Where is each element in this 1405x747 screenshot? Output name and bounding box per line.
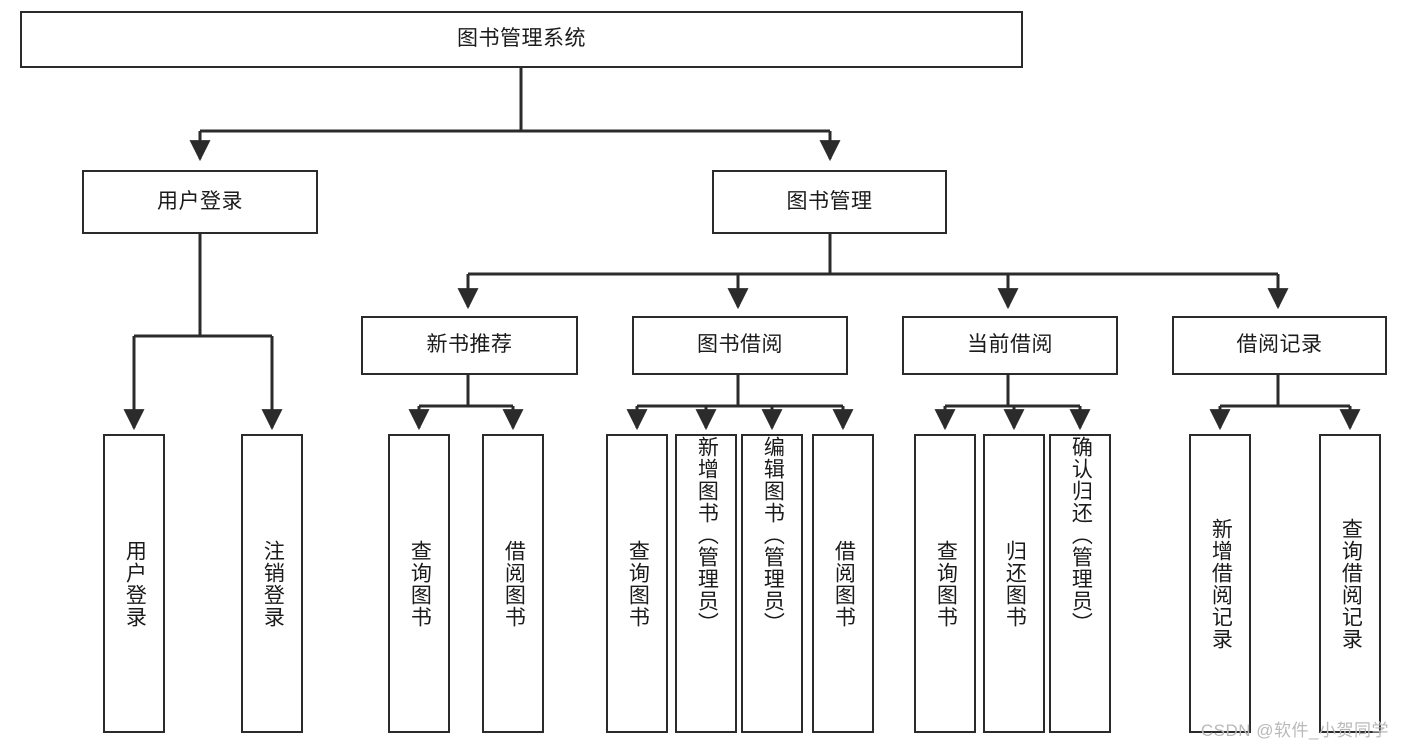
leaf-new-query-book[interactable]: 查询图书 [388,434,450,733]
watermark: CSDN @软件_小贺同学 [1200,721,1389,740]
node-current-borrow[interactable]: 当前借阅 [902,316,1118,375]
leaf-user-logout[interactable]: 注销登录 [241,434,303,733]
node-root[interactable]: 图书管理系统 [20,11,1023,68]
leaf-borrow-query-book[interactable]: 查询图书 [606,434,668,733]
leaf-new-borrow-book[interactable]: 借阅图书 [482,434,544,733]
node-book-borrow[interactable]: 图书借阅 [632,316,848,375]
leaf-current-query-book[interactable]: 查询图书 [914,434,976,733]
node-root-label: 图书管理系统 [457,27,586,51]
leaf-borrow-add-book-label: 新增图书（管理员） [695,436,719,634]
node-book-management-label: 图书管理 [786,189,873,213]
node-new-book-recommend[interactable]: 新书推荐 [361,316,578,375]
leaf-current-return-book[interactable]: 归还图书 [983,434,1045,733]
node-book-borrow-label: 图书借阅 [697,333,783,357]
leaf-current-confirm-return-label: 确认归还（管理员） [1069,436,1093,634]
node-new-book-recommend-label: 新书推荐 [426,333,513,357]
leaf-user-login-label: 用户登录 [123,539,147,628]
node-borrow-records[interactable]: 借阅记录 [1172,316,1387,375]
leaf-borrow-edit-book-label: 编辑图书（管理员） [761,436,785,634]
node-user-login-label: 用户登录 [157,189,243,213]
leaf-user-login[interactable]: 用户登录 [103,434,165,733]
leaf-user-logout-label: 注销登录 [261,539,285,628]
leaf-borrow-lend-book[interactable]: 借阅图书 [812,434,874,733]
leaf-borrow-edit-book[interactable]: 编辑图书（管理员） [741,434,803,733]
leaf-record-query-label: 查询借阅记录 [1339,517,1363,650]
node-book-management[interactable]: 图书管理 [712,170,947,234]
node-current-borrow-label: 当前借阅 [967,333,1053,357]
node-borrow-records-label: 借阅记录 [1236,333,1323,357]
leaf-new-borrow-book-label: 借阅图书 [502,539,526,628]
leaf-record-add[interactable]: 新增借阅记录 [1189,434,1251,733]
leaf-current-return-book-label: 归还图书 [1003,539,1027,628]
leaf-record-add-label: 新增借阅记录 [1209,517,1233,650]
leaf-new-query-book-label: 查询图书 [408,539,432,628]
leaf-borrow-query-book-label: 查询图书 [626,539,650,628]
leaf-borrow-add-book[interactable]: 新增图书（管理员） [675,434,737,733]
leaf-borrow-lend-book-label: 借阅图书 [832,539,856,628]
leaf-current-confirm-return[interactable]: 确认归还（管理员） [1049,434,1111,733]
leaf-current-query-book-label: 查询图书 [934,539,958,628]
leaf-record-query[interactable]: 查询借阅记录 [1319,434,1381,733]
node-user-login[interactable]: 用户登录 [82,170,318,234]
